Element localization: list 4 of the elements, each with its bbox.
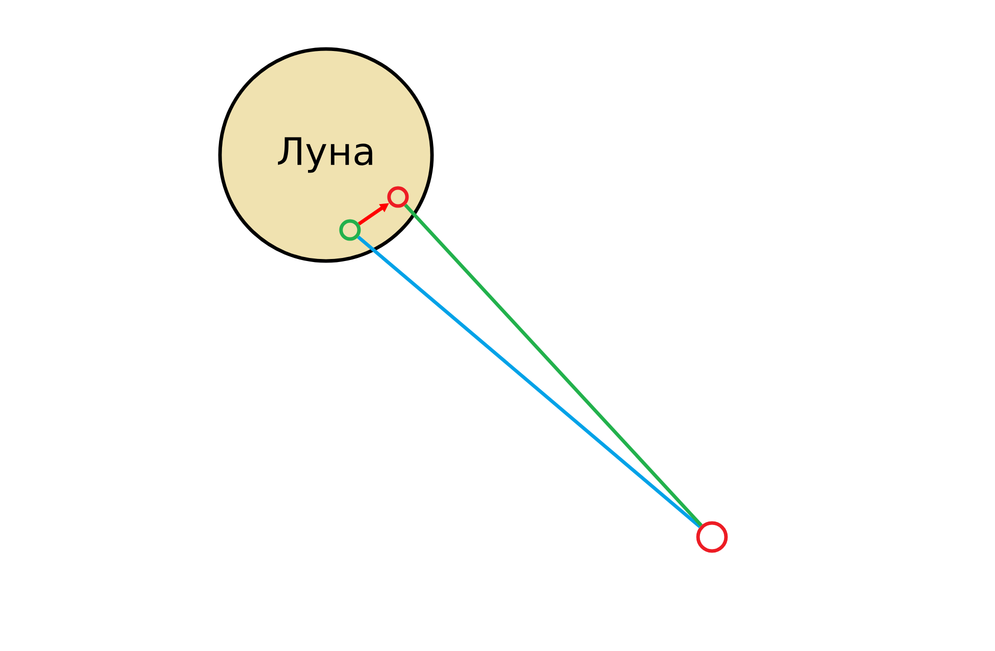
point-marker	[387, 186, 409, 208]
point-marker	[696, 521, 728, 553]
point-marker	[339, 219, 361, 241]
line	[357, 236, 702, 528]
